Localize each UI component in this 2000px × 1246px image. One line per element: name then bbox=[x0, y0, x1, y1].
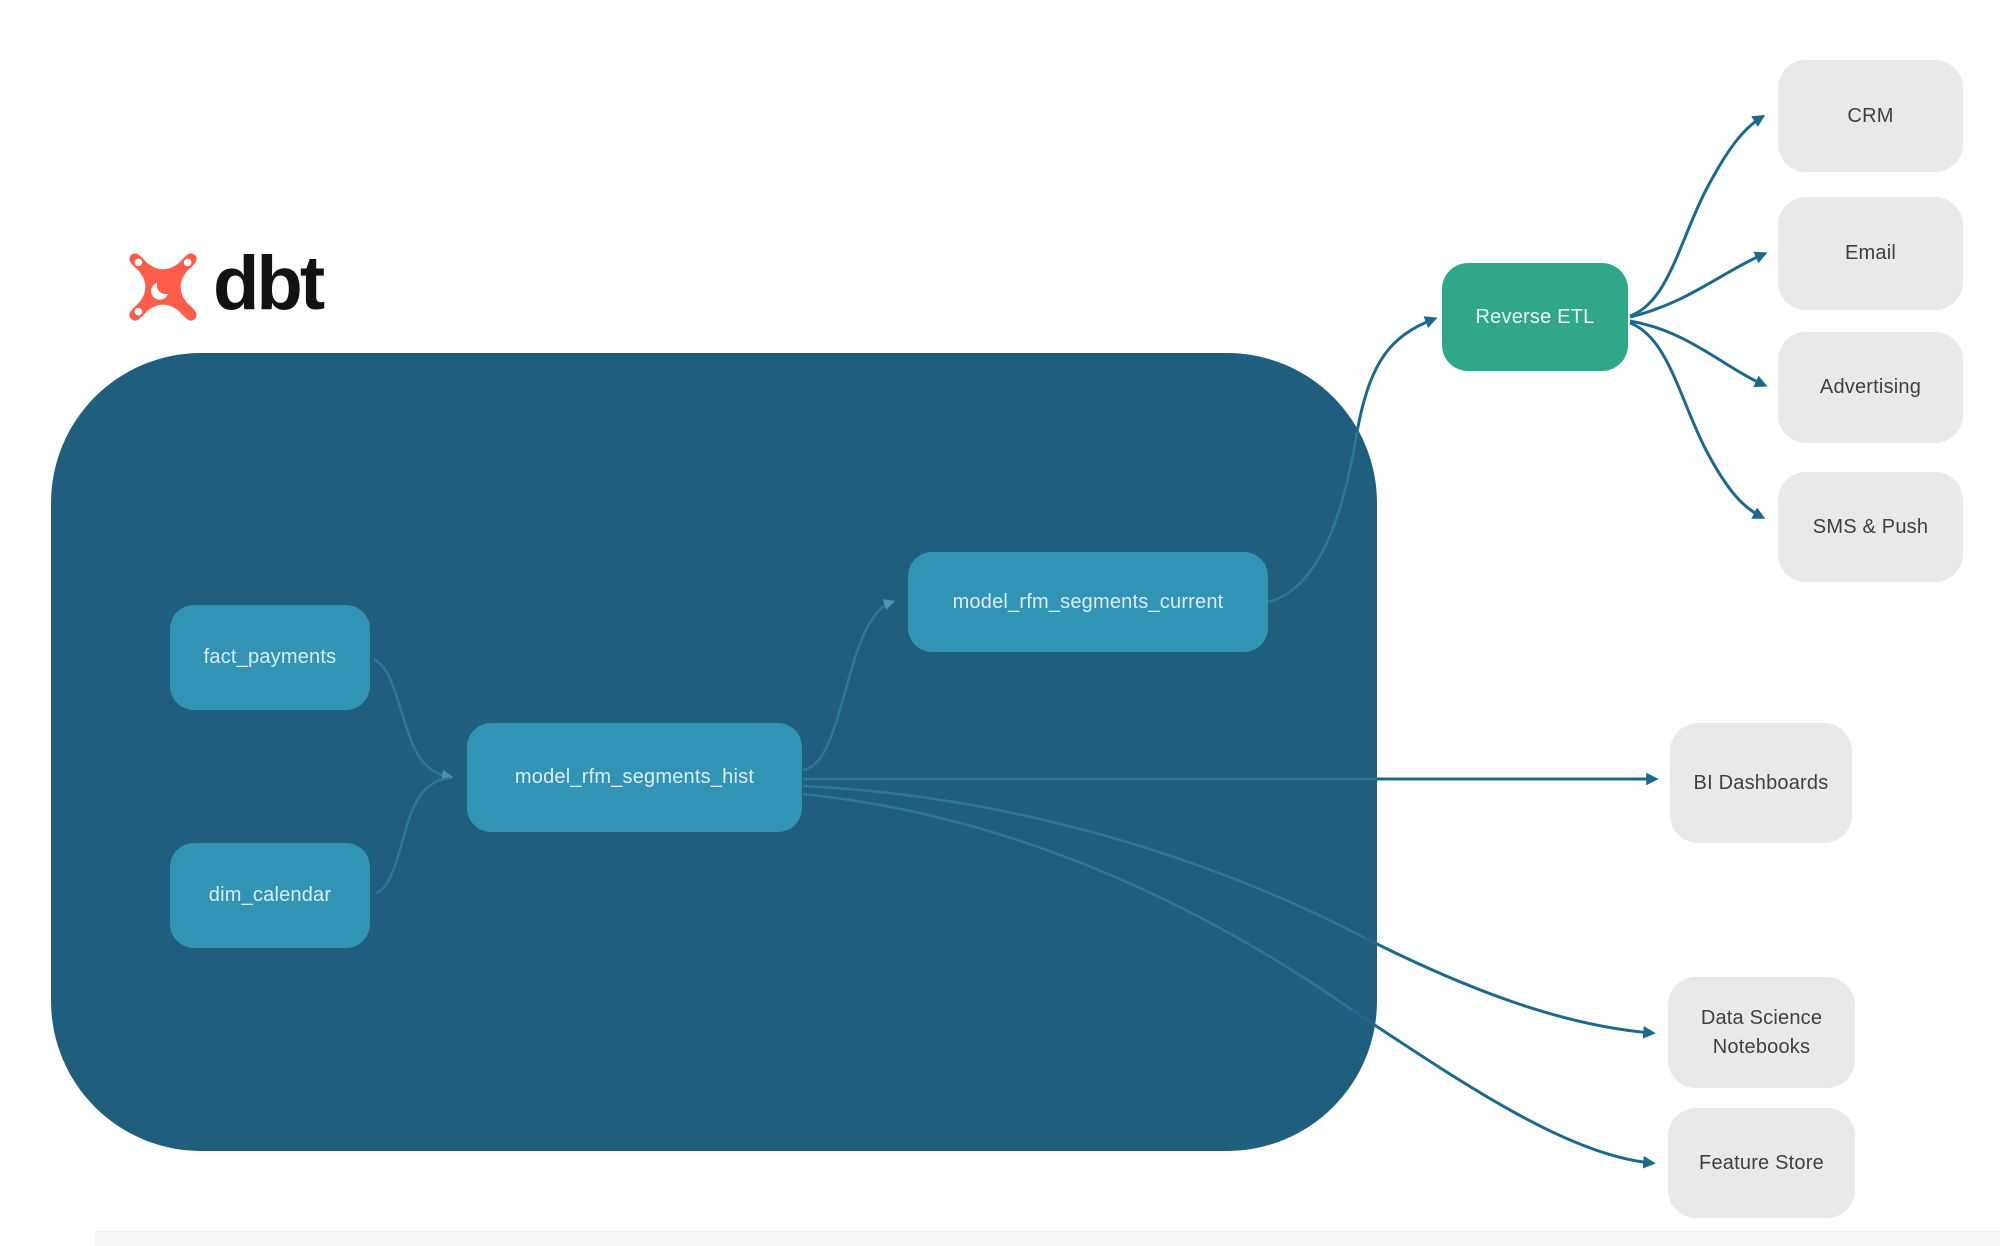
edge-reverse_etl-to-email bbox=[1629, 251, 1768, 319]
node-bi_dashboards-label: BI Dashboards bbox=[1693, 771, 1829, 794]
edge-model_rfm_segments_hist-to-data_science_notebooks bbox=[1364, 936, 1656, 1039]
node-crm: CRM bbox=[1778, 60, 1963, 172]
edge-fact_payments-to-model_rfm_segments_hist bbox=[373, 658, 454, 782]
edge-model_rfm_segments_hist-to-data_science_notebooks-inside bbox=[802, 784, 1366, 940]
node-reverse_etl: Reverse ETL bbox=[1442, 263, 1628, 371]
node-email: Email bbox=[1778, 197, 1963, 310]
node-model_rfm_segments_hist-label: model_rfm_segments_hist bbox=[514, 766, 755, 788]
node-reverse_etl-label: Reverse ETL bbox=[1475, 305, 1595, 328]
edge-model_rfm_segments_hist-to-model_rfm_segments_current bbox=[802, 599, 896, 772]
node-bi_dashboards: BI Dashboards bbox=[1670, 723, 1852, 843]
node-data_science_notebooks: Data Science Notebooks bbox=[1668, 977, 1855, 1088]
node-advertising: Advertising bbox=[1778, 332, 1963, 443]
edge-dim_calendar-to-model_rfm_segments_hist bbox=[375, 776, 451, 895]
dbt-star-icon bbox=[129, 253, 197, 321]
node-advertising-label: Advertising bbox=[1819, 376, 1922, 398]
node-fact_payments-label: fact_payments bbox=[203, 646, 337, 668]
node-feature_store-label: Feature Store bbox=[1699, 1151, 1824, 1174]
node-model_rfm_segments_hist: model_rfm_segments_hist bbox=[467, 723, 802, 832]
node-dim_calendar: dim_calendar bbox=[170, 843, 370, 948]
edge-model_rfm_segments_current-to-reverse_etl-inside bbox=[1267, 431, 1359, 604]
dbt-wordmark: dbt bbox=[213, 241, 325, 326]
node-sms_push: SMS & Push bbox=[1778, 472, 1963, 582]
node-crm-label: CRM bbox=[1847, 104, 1894, 127]
edge-reverse_etl-to-crm bbox=[1629, 115, 1766, 318]
node-fact_payments: fact_payments bbox=[170, 605, 370, 710]
node-feature_store: Feature Store bbox=[1668, 1108, 1855, 1218]
node-data_science_notebooks-label: Data Science Notebooks bbox=[1700, 1006, 1823, 1058]
edge-model_rfm_segments_current-to-reverse_etl bbox=[1355, 316, 1438, 433]
page-bottom-strip bbox=[95, 1231, 2000, 1246]
node-model_rfm_segments_current: model_rfm_segments_current bbox=[908, 552, 1268, 652]
dbt-logo: dbt bbox=[122, 241, 325, 328]
node-dim_calendar-label: dim_calendar bbox=[208, 884, 332, 906]
node-sms_push-label: SMS & Push bbox=[1812, 515, 1929, 538]
edge-reverse_etl-to-advertising bbox=[1629, 319, 1768, 388]
edge-reverse_etl-to-sms_push bbox=[1629, 321, 1766, 519]
edge-model_rfm_segments_hist-to-feature_store bbox=[1351, 1008, 1656, 1169]
node-model_rfm_segments_current-label: model_rfm_segments_current bbox=[952, 590, 1224, 613]
node-email-label: Email bbox=[1844, 242, 1896, 264]
edge-model_rfm_segments_hist-to-feature_store-inside bbox=[802, 792, 1353, 1012]
